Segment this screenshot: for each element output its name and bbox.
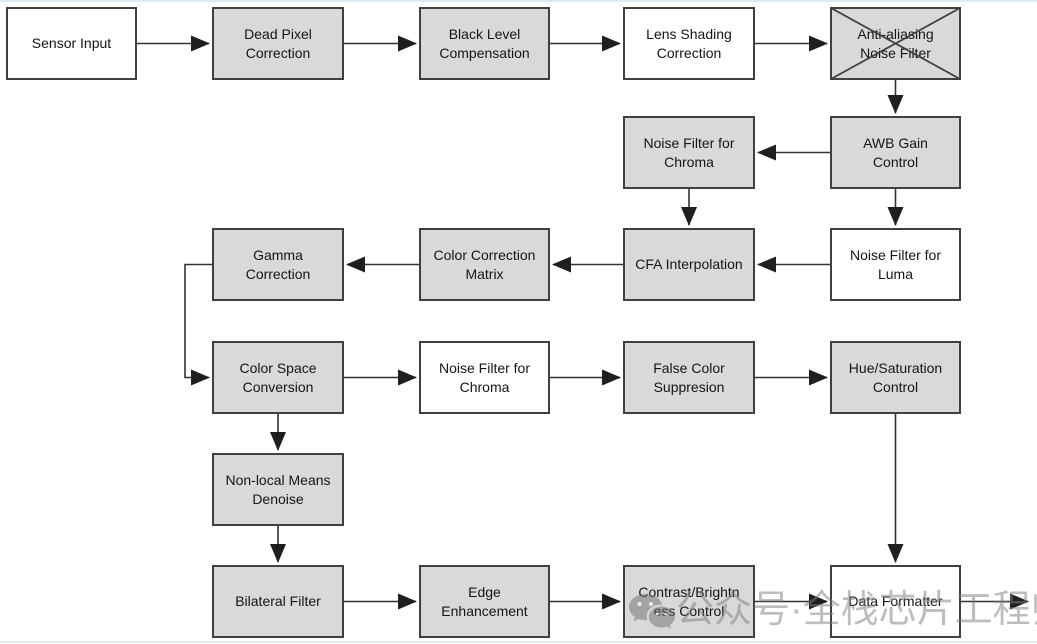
node-label: Gamma Correction: [245, 247, 311, 282]
node-label: CFA Interpolation: [635, 256, 743, 273]
node-edge-enhancement: Edge Enhancement: [419, 565, 550, 638]
node-dead-pixel-correction: Dead Pixel Correction: [212, 7, 344, 80]
node-label: Noise Filter for Chroma: [438, 360, 531, 395]
node-label: Lens Shading Correction: [646, 26, 732, 61]
node-contrast-brightness-control: Contrast/Brightness Control: [623, 565, 755, 638]
node-non-local-means-denoise: Non-local Means Denoise: [212, 453, 344, 526]
node-label: Noise Filter for Chroma: [643, 135, 735, 170]
node-label: Non-local Means Denoise: [225, 472, 331, 507]
node-sensor-input: Sensor Input: [6, 7, 137, 80]
node-label: Data Formatter: [848, 593, 943, 610]
node-data-formatter: Data Formatter: [830, 565, 961, 638]
node-noise-filter-for-chroma-1: Noise Filter for Chroma: [623, 116, 755, 189]
node-anti-aliasing-noise-filter: Anti-aliasing Noise Filter: [830, 7, 961, 80]
page-bottom-edge-line: [0, 641, 1037, 643]
node-label: Contrast/Brightness Control: [638, 584, 740, 619]
node-awb-gain-control: AWB Gain Control: [830, 116, 961, 189]
node-label: Color Space Conversion: [239, 360, 317, 395]
node-lens-shading-correction: Lens Shading Correction: [623, 7, 755, 80]
node-label: Hue/Saturation Control: [848, 360, 943, 395]
node-bilateral-filter: Bilateral Filter: [212, 565, 344, 638]
node-label: Edge Enhancement: [441, 584, 528, 619]
node-label: Color Correction Matrix: [433, 247, 536, 282]
node-label: AWB Gain Control: [863, 135, 928, 170]
node-gamma-correction: Gamma Correction: [212, 228, 344, 301]
node-hue-saturation-control: Hue/Saturation Control: [830, 341, 961, 414]
node-cfa-interpolation: CFA Interpolation: [623, 228, 755, 301]
node-label: Sensor Input: [31, 35, 112, 52]
node-label: Noise Filter for Luma: [849, 247, 942, 282]
arrow-gamma-to-csc: [184, 263, 212, 386]
page-top-edge-line: [0, 0, 1037, 2]
node-color-space-conversion: Color Space Conversion: [212, 341, 344, 414]
node-black-level-compensation: Black Level Compensation: [419, 7, 550, 80]
node-false-color-suppresion: False Color Suppresion: [623, 341, 755, 414]
node-label: Bilateral Filter: [235, 593, 321, 610]
node-color-correction-matrix: Color Correction Matrix: [419, 228, 550, 301]
node-label: Anti-aliasing Noise Filter: [857, 26, 934, 61]
node-label: Dead Pixel Correction: [244, 26, 312, 61]
node-noise-filter-for-luma: Noise Filter for Luma: [830, 228, 961, 301]
node-noise-filter-for-chroma-2: Noise Filter for Chroma: [419, 341, 550, 414]
node-label: Black Level Compensation: [439, 26, 530, 61]
node-label: False Color Suppresion: [653, 360, 725, 395]
